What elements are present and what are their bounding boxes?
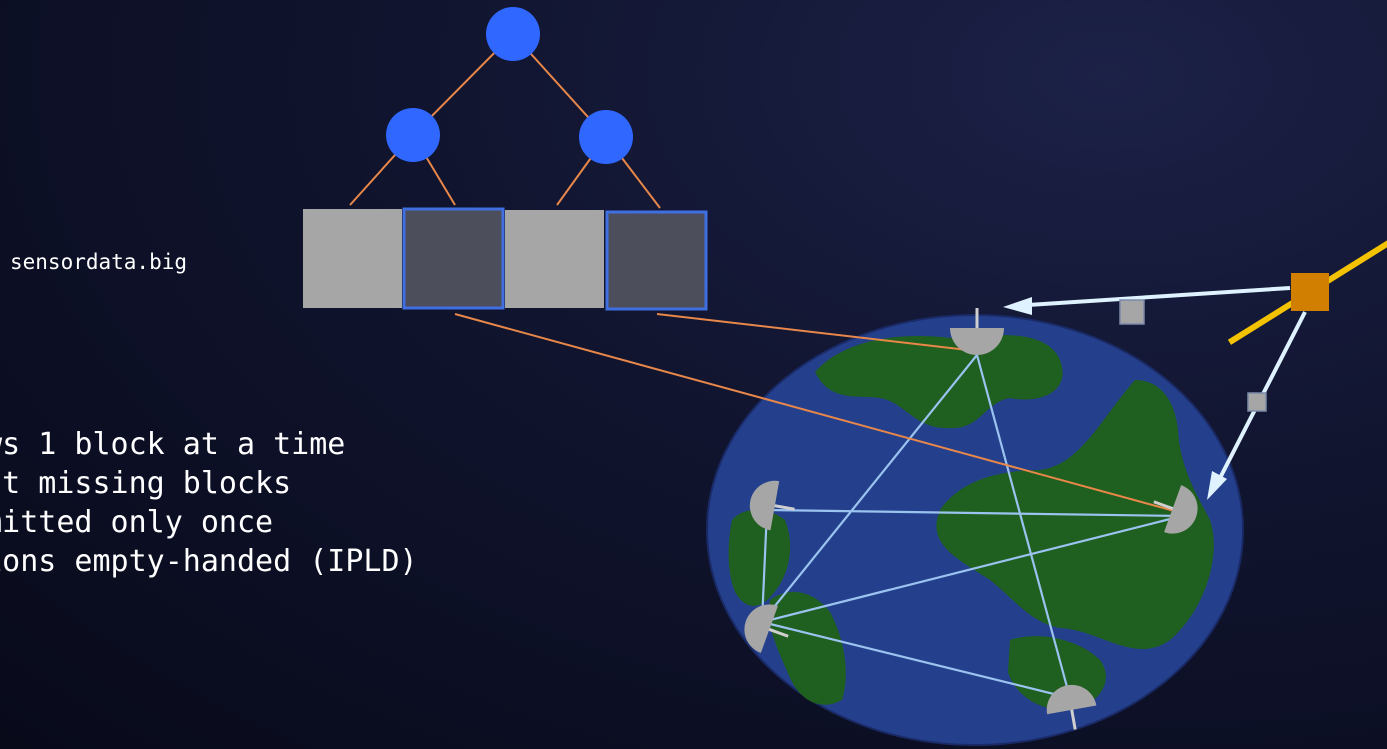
merkle-tree [349,7,661,209]
file-block-4 [605,210,708,311]
link-westlower-east [761,514,1183,624]
data-packet-icon [1119,299,1145,325]
bullet-item: nsmitted only once [0,505,274,540]
file-name-label: sensordata.big [10,250,188,274]
satellite-body [1291,273,1329,311]
file-block-3 [505,210,604,308]
block-link-2-east-station [454,313,1179,513]
landmass-southwest [768,591,846,705]
data-packet-icon [1247,392,1267,412]
bullet-item: rows 1 block at a time [0,427,346,462]
block-link-4-north-station [656,313,986,353]
ground-station-south [1046,684,1097,730]
link-north-south [975,354,1072,699]
file-blocks [303,207,708,311]
link-westupper-east [766,508,1183,518]
bullet-item: uest missing blocks [0,466,292,501]
ground-station-north [950,308,1004,355]
link-north-west [761,354,978,623]
landmass-north [815,335,1063,429]
ground-station-dish-icon [749,480,780,531]
tree-node-right [579,110,633,164]
tree-node-left [386,108,440,162]
ground-station-east [1153,485,1198,534]
ground-station-dish-icon [744,604,778,653]
file-block-1 [303,209,402,308]
ground-station-west-lower [744,604,789,653]
arrowhead-icon [1003,297,1032,315]
bullet-list: rows 1 block at a time uest missing bloc… [0,425,418,581]
downlink-arrow-north [1027,286,1291,307]
link-westlower-south [761,620,1071,700]
earth-globe [706,314,1244,746]
satellite-downlinks [1003,286,1307,500]
ground-station-dish-icon [1046,684,1097,715]
block-station-links [454,313,1179,513]
ground-station-west-upper [749,480,795,531]
ground-station-dish-icon [950,328,1004,355]
satellite-icon [1227,239,1387,345]
bullet-item: ations empty-handed (IPLD) [0,544,418,579]
ground-station-dish-icon [1164,485,1198,534]
arrowhead-icon [1207,471,1227,500]
file-block-2 [402,207,505,310]
landmass-west [728,509,791,606]
tree-root-node [486,7,540,61]
station-links [760,354,1183,700]
